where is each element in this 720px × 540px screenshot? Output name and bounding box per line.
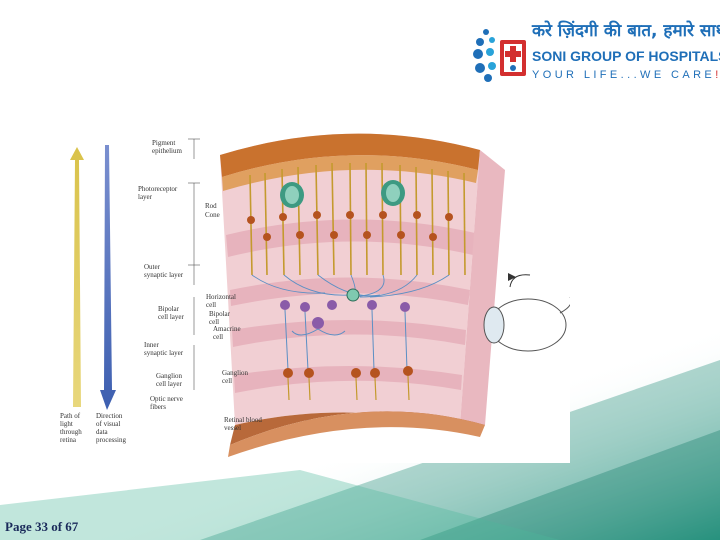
logo-building-icon — [500, 40, 526, 76]
label-bipolar-cell: Bipolar cell — [209, 310, 230, 326]
horizontal-cell — [347, 289, 359, 301]
label-bipolar-cell-layer: Bipolar cell layer — [158, 305, 184, 321]
label-path-of-light: Path of light through retina — [60, 412, 82, 444]
label-pigment-epithelium: Pigment epithelium — [152, 139, 182, 155]
label-cone: Cone — [205, 211, 220, 219]
label-horizontal-cell: Horizontal cell — [206, 293, 236, 309]
label-direction-of-processing: Direction of visual data processing — [96, 412, 126, 444]
brand-name: SONI GROUP OF HOSPITALS — [532, 48, 720, 64]
label-amacrine-cell: Amacrine cell — [213, 325, 241, 341]
label-outer-synaptic-layer: Outer synaptic layer — [144, 263, 183, 279]
motto-text: YOUR LIFE...WE CARE — [532, 69, 715, 81]
label-inner-synaptic-layer: Inner synaptic layer — [144, 341, 183, 357]
retina-illustration — [60, 125, 570, 463]
page-indicator: Page 33 of 67 — [5, 519, 78, 535]
logo-dots-icon — [473, 29, 496, 82]
retina-diagram: Pigment epithelium Photoreceptor layer R… — [60, 125, 570, 463]
label-retinal-blood-vessel: Retinal blood vessel — [224, 416, 262, 432]
motto-exclamation: ! — [715, 69, 720, 81]
hindi-tagline: करे ज़िंदगी की बात, हमारे साथ — [532, 18, 720, 41]
label-photoreceptor-layer: Photoreceptor layer — [138, 185, 177, 201]
label-rod: Rod — [205, 202, 217, 210]
label-optic-nerve-fibers: Optic nerve fibers — [150, 395, 183, 411]
processing-direction-arrow — [100, 145, 116, 410]
label-ganglion-cell: Ganglion cell — [222, 369, 248, 385]
eyeball-icon — [484, 273, 570, 351]
light-path-arrow — [70, 147, 84, 407]
label-ganglion-cell-layer: Ganglion cell layer — [156, 372, 182, 388]
brand-motto: YOUR LIFE...WE CARE! — [532, 69, 720, 81]
